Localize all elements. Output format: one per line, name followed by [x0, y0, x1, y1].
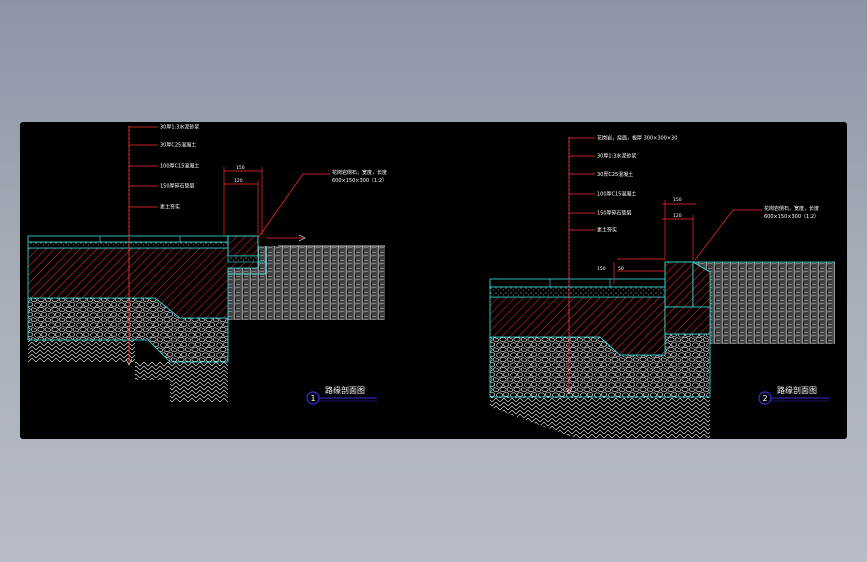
detail1-layer-label-2: 30厚C25混凝土	[160, 142, 196, 149]
detail2-layer-label-2: 30厚1:3水泥砂浆	[597, 153, 636, 160]
detail2-dim-120: 120	[673, 213, 682, 219]
detail1-layer-label-1: 30厚1:3水泥砂浆	[160, 124, 199, 131]
detail2-layer-label-5: 素土夯实	[597, 227, 617, 234]
detail2-title-number: 2	[763, 394, 768, 403]
cad-drawing-canvas: 30厚1:3水泥砂浆 30厚C25混凝土 100厚C15混凝土 150厚碎石垫层…	[20, 122, 847, 439]
detail2-layer-label-1: 花岗岩，烧面，板厚 300×300×30	[597, 135, 677, 142]
detail2-layer-label-4: 150厚碎石垫层	[597, 210, 632, 217]
detail-1-section: 30厚1:3水泥砂浆 30厚C25混凝土 100厚C15混凝土 150厚碎石垫层…	[27, 124, 387, 405]
detail2-dim-50: 50	[618, 266, 624, 272]
detail1-layer-label-5: 素土夯实	[160, 204, 180, 211]
detail1-title: 路缘剖面图	[325, 385, 365, 395]
detail1-dim-150: 150	[236, 165, 245, 171]
detail2-layer-label-3: 100厚C15混凝土	[597, 191, 636, 198]
detail2-layer-label-extra: 30厚C25混凝土	[597, 171, 633, 178]
detail1-curb-stone	[227, 235, 259, 257]
detail1-layer-label-3: 100厚C15混凝土	[160, 163, 199, 170]
detail2-curb-stone	[664, 261, 694, 308]
detail1-dim-120: 120	[234, 178, 243, 184]
detail2-subgrade-earth	[490, 385, 710, 438]
detail2-dimension-lines	[613, 200, 696, 284]
detail1-soil-right	[228, 246, 385, 320]
detail1-dimension-lines	[223, 167, 263, 235]
detail1-subgrade-earth	[28, 340, 228, 402]
detail2-curb-note-line2: 600×150×300（1:2）	[764, 214, 819, 220]
detail2-mortar-layer	[489, 286, 666, 298]
detail2-curb-note-line1: 花岗岩侧石，宽度，长度	[764, 205, 819, 212]
detail2-paving-layer	[489, 278, 666, 288]
detail1-paving-layer	[27, 235, 229, 243]
detail1-title-number: 1	[311, 394, 316, 403]
detail2-gravel-base	[489, 333, 711, 398]
detail2-title: 路缘剖面图	[777, 385, 817, 395]
detail1-mortar-layer	[27, 241, 229, 249]
section-drawings: 30厚1:3水泥砂浆 30厚C25混凝土 100厚C15混凝土 150厚碎石垫层…	[27, 124, 835, 438]
detail2-dim-150b: 150	[597, 266, 606, 272]
detail1-layer-label-4: 150厚碎石垫层	[160, 183, 195, 190]
detail1-curb-note-line2: 600×150×300（1:2）	[332, 178, 387, 184]
detail-2-section: 花岗岩，烧面，板厚 300×300×30 30厚1:3水泥砂浆 100厚C15混…	[489, 135, 835, 438]
detail2-soil-right	[693, 262, 835, 344]
detail2-dim-150: 150	[673, 197, 682, 203]
detail1-curb-note-line1: 花岗岩侧石，宽度，长度	[332, 169, 387, 176]
